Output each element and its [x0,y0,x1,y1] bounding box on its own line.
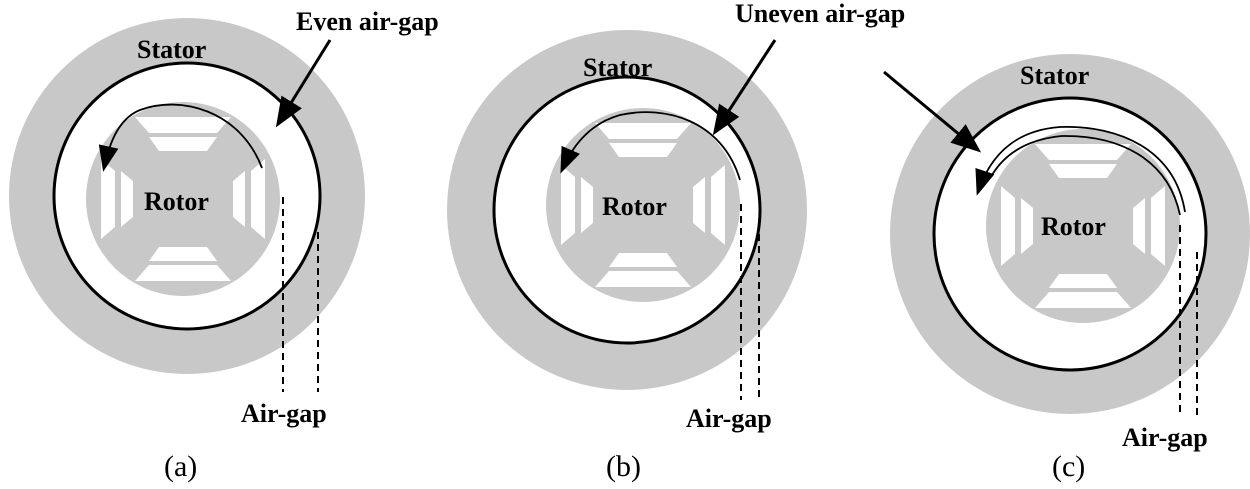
air-gap-pointer [712,39,777,136]
air-gap-pointer [883,70,982,153]
rotor-label: Rotor [1041,212,1106,241]
airgap-label: Air-gap [1122,423,1208,452]
rotation-arrow-inner [991,135,1181,216]
panel-caption: (c) [1052,450,1085,483]
airgap-label: Air-gap [241,399,327,428]
rotation-arrow [560,111,741,181]
stator-label: Stator [1020,61,1089,90]
panel-b: Stator Rotor Uneven air-gap Air-gap (b) [447,0,905,483]
gap-type-label: Uneven air-gap [735,0,905,28]
airgap-label: Air-gap [686,404,772,433]
gap-type-label: Even air-gap [296,7,439,36]
rotor-label: Rotor [144,187,209,216]
panel-a: Stator Rotor Even air-gap Air-gap (a) [9,7,439,483]
stator-label: Stator [583,53,652,82]
rotor [986,129,1180,323]
panel-caption: (a) [164,450,197,483]
rotation-arrow [98,103,263,172]
rotor [86,102,280,296]
panel-c: Stator Rotor Air-gap (c) [883,54,1250,483]
rotor [546,108,740,302]
stator-label: Stator [137,35,206,64]
rotor-label: Rotor [602,192,667,221]
rotation-arrow [975,126,1186,213]
air-gap-pointer [275,39,332,128]
panel-caption: (b) [606,450,641,483]
